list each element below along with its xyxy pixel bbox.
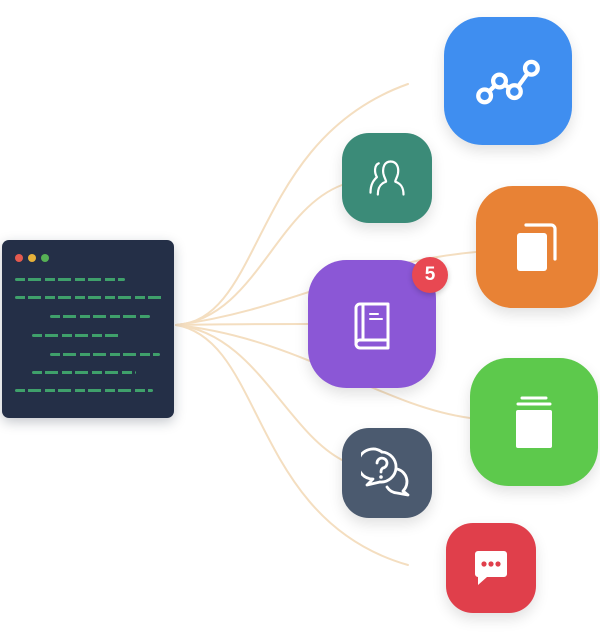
window-close-dot bbox=[15, 254, 23, 262]
connector-chat bbox=[175, 324, 409, 566]
connector-analytics bbox=[175, 83, 409, 326]
chat-app-icon[interactable] bbox=[446, 523, 536, 613]
code-line bbox=[32, 334, 122, 337]
code-line bbox=[15, 296, 163, 299]
archive-app-icon[interactable] bbox=[470, 358, 598, 486]
connector-help bbox=[175, 324, 343, 461]
code-line bbox=[15, 389, 153, 392]
users-app-icon[interactable] bbox=[342, 133, 432, 223]
code-line bbox=[32, 371, 136, 374]
connector-library bbox=[175, 323, 311, 326]
archive-icon bbox=[516, 396, 552, 448]
code-window bbox=[2, 240, 174, 418]
documents-app-icon[interactable] bbox=[476, 186, 598, 308]
analytics-app-icon[interactable] bbox=[444, 17, 572, 145]
window-minimize-dot bbox=[28, 254, 36, 262]
window-maximize-dot bbox=[41, 254, 49, 262]
help-app-icon[interactable] bbox=[342, 428, 432, 518]
documents-icon bbox=[517, 223, 557, 271]
line-chart-icon bbox=[476, 59, 540, 105]
help-chat-icon bbox=[361, 447, 410, 497]
code-line bbox=[50, 315, 150, 318]
code-line bbox=[50, 353, 160, 356]
message-dots-icon bbox=[475, 551, 507, 585]
connector-users bbox=[175, 184, 343, 326]
book-icon bbox=[354, 302, 390, 350]
code-line bbox=[15, 278, 125, 281]
notification-badge: 5 bbox=[412, 257, 448, 293]
users-icon bbox=[369, 160, 405, 196]
